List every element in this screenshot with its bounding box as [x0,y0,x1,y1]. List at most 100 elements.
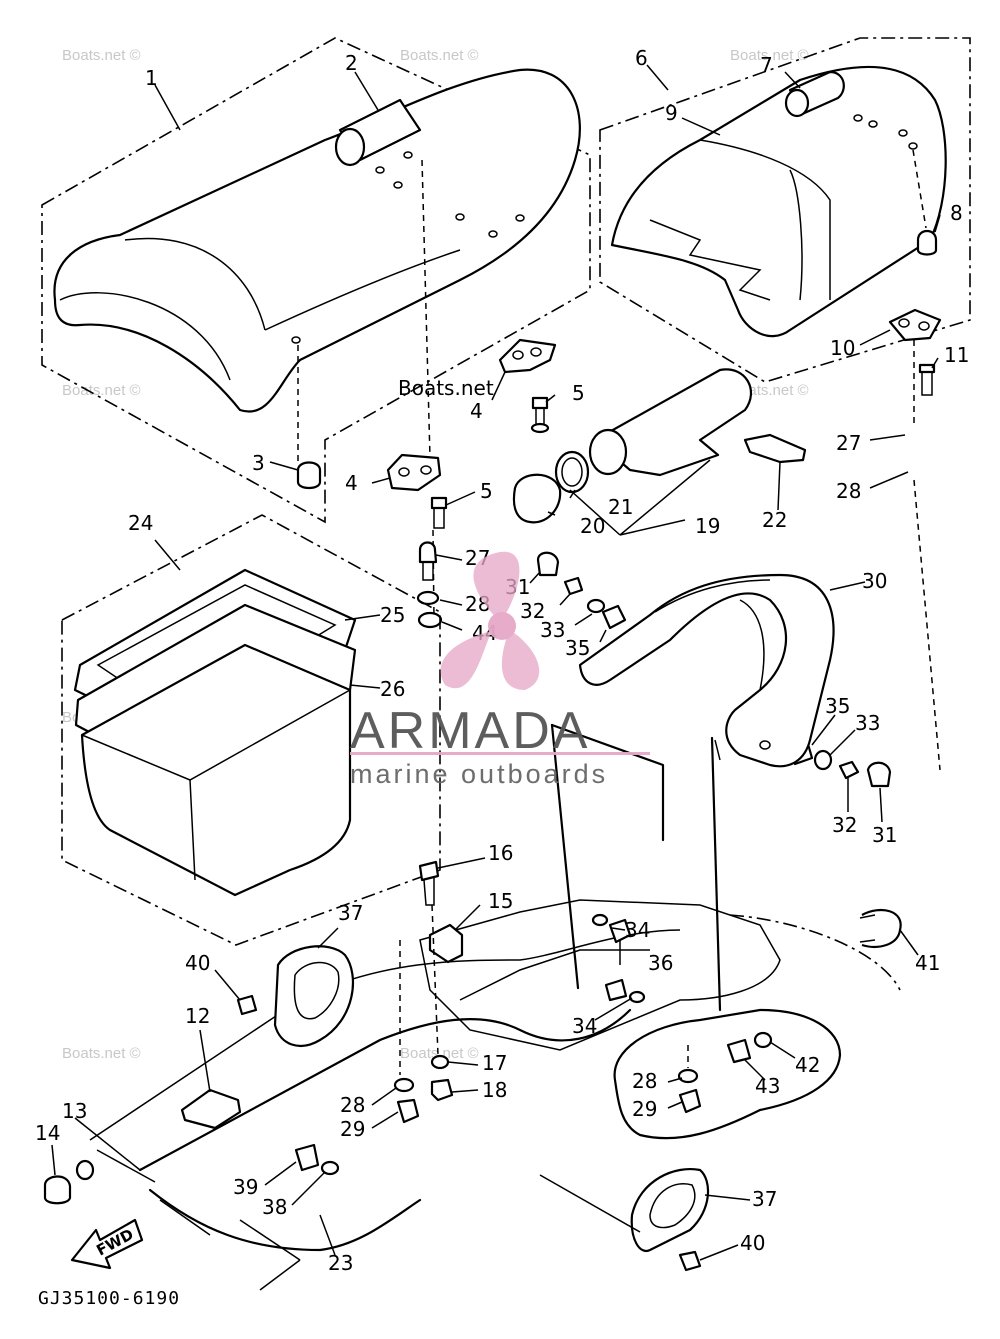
grab-handle [578,573,835,768]
callout-label: 25 [380,603,405,627]
watermark-text: Boats.net © [400,1045,479,1062]
callout-label: 23 [328,1251,353,1275]
washer [586,598,606,614]
callout-label: 35 [565,636,590,660]
callout-label: 6 [635,46,648,70]
callout-label: 14 [35,1121,60,1145]
vent-cover [630,1168,710,1253]
callout-label: 29 [340,1117,365,1141]
seat-hook [386,453,442,492]
callout-label: 8 [950,201,963,225]
washer [813,749,833,771]
washer [753,1031,773,1049]
bolt [418,860,440,882]
callout-label: 33 [855,711,880,735]
watermark-text: Boats.net © [730,47,809,64]
brand-overlay: ARMADA marine outboards [350,551,650,789]
screw [236,994,258,1016]
callout-label: 19 [695,514,720,538]
washer [430,1054,450,1070]
callout-label: 13 [62,1099,87,1123]
callout-label: 26 [380,677,405,701]
callout-label: 5 [572,381,585,405]
nut [294,1143,320,1172]
rear-seat [610,65,947,338]
watermark-text: Boats.net © [62,382,141,399]
propeller-blade [440,630,495,689]
callout-label: 17 [482,1051,507,1075]
callout-label: 40 [185,951,210,975]
seat-lock-pin [418,541,438,564]
seat-hook-bolt [531,396,549,410]
callout-label: 11 [944,343,969,367]
callout-label: 37 [338,901,363,925]
callout-label: 28 [836,479,861,503]
seat-hook [498,338,557,374]
callout-label: 35 [825,694,850,718]
seat-holes [291,151,525,344]
tube-band [743,433,807,464]
callout-label: 15 [488,889,513,913]
leader-lines [51,64,941,1261]
callout-label: 7 [760,53,773,77]
bracket [428,923,464,964]
propeller-hub [488,612,516,640]
callout-label: 4 [470,399,483,423]
callout-label: 28 [632,1069,657,1093]
watermark-text: Boats.net © [400,47,479,64]
storage-box-group [61,514,441,946]
callout-label: 42 [795,1053,820,1077]
propeller-blade [501,630,540,690]
callout-label: 5 [480,479,493,503]
callout-label: 12 [185,1004,210,1028]
washer [320,1160,340,1176]
brand-name: ARMADA [350,702,590,760]
washer [417,611,443,629]
callout-label: 40 [740,1231,765,1255]
watermark-text: Boats.net [398,376,494,400]
drawing-code: GJ35100-6190 [38,1288,180,1309]
center-bracket [418,860,464,1102]
seat-hook-bolt [430,496,448,510]
rear-seat-strap [784,70,845,118]
callout-label: 10 [830,336,855,360]
callout-label: 3 [252,451,265,475]
vent-covers [236,945,710,1272]
bolt [918,363,936,374]
callout-label: 28 [340,1093,365,1117]
brand-tagline: marine outboards [350,759,608,789]
propeller-blade [473,551,520,620]
callout-label: 1 [145,66,158,90]
nut [608,918,632,944]
screw [678,1250,702,1272]
seat-lock-parts-left [416,541,443,629]
vent-cover [273,945,355,1047]
nut [43,1175,72,1205]
misc-fasteners [294,479,941,1176]
callout-label: 9 [665,101,678,125]
watermark-text: Boats.net © [62,47,141,64]
callout-label: 21 [608,495,633,519]
seat-lock-bracket [888,308,942,342]
callout-label: 30 [862,569,887,593]
callout-label: 20 [580,514,605,538]
nut [726,1038,752,1064]
bolt [838,760,860,780]
callout-label: 29 [632,1097,657,1121]
storage-tube-assembly [512,368,807,536]
watermark-text: Boats.net © [62,1045,141,1062]
nut [678,1088,702,1114]
bolt [563,576,584,596]
seat-stopper [296,461,322,490]
tube-cap [512,473,562,524]
callout-label: 34 [572,1014,597,1038]
callout-label: 31 [872,823,897,847]
u-bolt [861,908,902,948]
washer [75,1159,95,1181]
callout-label: 38 [262,1195,287,1219]
cap [866,761,892,788]
front-seat-group [41,37,591,524]
callout-label: 32 [520,599,545,623]
handle-mount-plates [550,723,722,1012]
